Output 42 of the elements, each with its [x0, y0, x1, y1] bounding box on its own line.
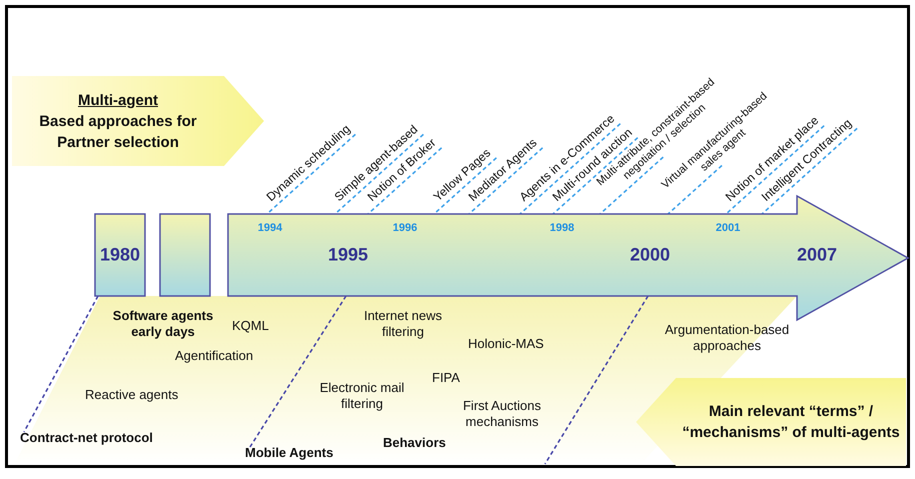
term-label: Agentification [175, 348, 254, 364]
year-label: 1994 [258, 222, 282, 234]
leader-line [266, 134, 356, 215]
leader-line [599, 156, 664, 215]
callout-text: Based approaches for Partner selection [38, 112, 198, 152]
term-label: Software agents early days [112, 308, 214, 340]
pentagon-callout [636, 378, 906, 466]
term-label: Electronic mail filtering [318, 380, 406, 412]
year-label: 2001 [716, 222, 740, 234]
leader-line [367, 147, 442, 215]
term-label: Holonic-MAS [468, 336, 544, 352]
leader-line [433, 157, 497, 215]
year-label: 1980 [100, 244, 140, 266]
timeline-segment [160, 214, 210, 296]
year-label: 2007 [796, 244, 838, 266]
leader-line [667, 164, 722, 215]
term-label: Argumentation-based approaches [664, 322, 790, 354]
term-label: FIPA [432, 370, 460, 386]
timeline-segment [95, 214, 145, 296]
year-label: 1995 [328, 244, 368, 266]
leader-line [519, 123, 621, 215]
term-label: Behaviors [383, 435, 446, 451]
year-label: 2000 [630, 244, 670, 266]
term-label: First Auctions mechanisms [462, 398, 542, 430]
term-label: Mobile Agents [245, 445, 334, 461]
leader-line [725, 125, 825, 215]
leader-line [334, 134, 424, 215]
term-label: Internet news filtering [362, 308, 444, 340]
term-label: Reactive agents [85, 387, 178, 403]
leader-line [23, 296, 99, 432]
leader-line [552, 137, 638, 215]
year-label: 1998 [550, 222, 574, 234]
callout-heading: Multi-agent [78, 90, 158, 110]
leader-line [468, 147, 544, 215]
leader-line [761, 128, 858, 215]
callout-text: Main relevant “terms” / “mechanisms” of multi-agents [681, 402, 901, 443]
leader-line [249, 296, 347, 448]
term-label: Contract-net protocol [20, 430, 153, 446]
pentagon-callout [12, 76, 264, 166]
year-label: 1996 [392, 222, 418, 234]
leader-line [544, 296, 649, 464]
term-label: KQML [232, 318, 269, 334]
